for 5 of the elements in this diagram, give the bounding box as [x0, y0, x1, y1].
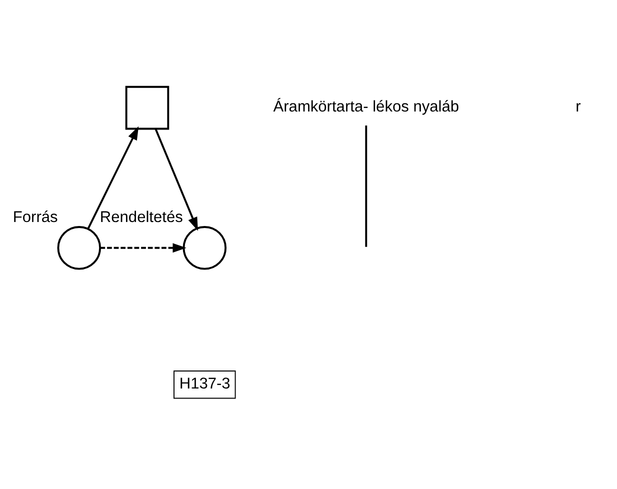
node-label: Forrás	[12, 208, 58, 226]
label: r	[576, 98, 581, 116]
node-label: Rendeltetés	[100, 208, 183, 226]
node-text: Áramkörtarta- lékos nyaláb	[273, 98, 460, 116]
label: H137-3	[179, 375, 230, 392]
